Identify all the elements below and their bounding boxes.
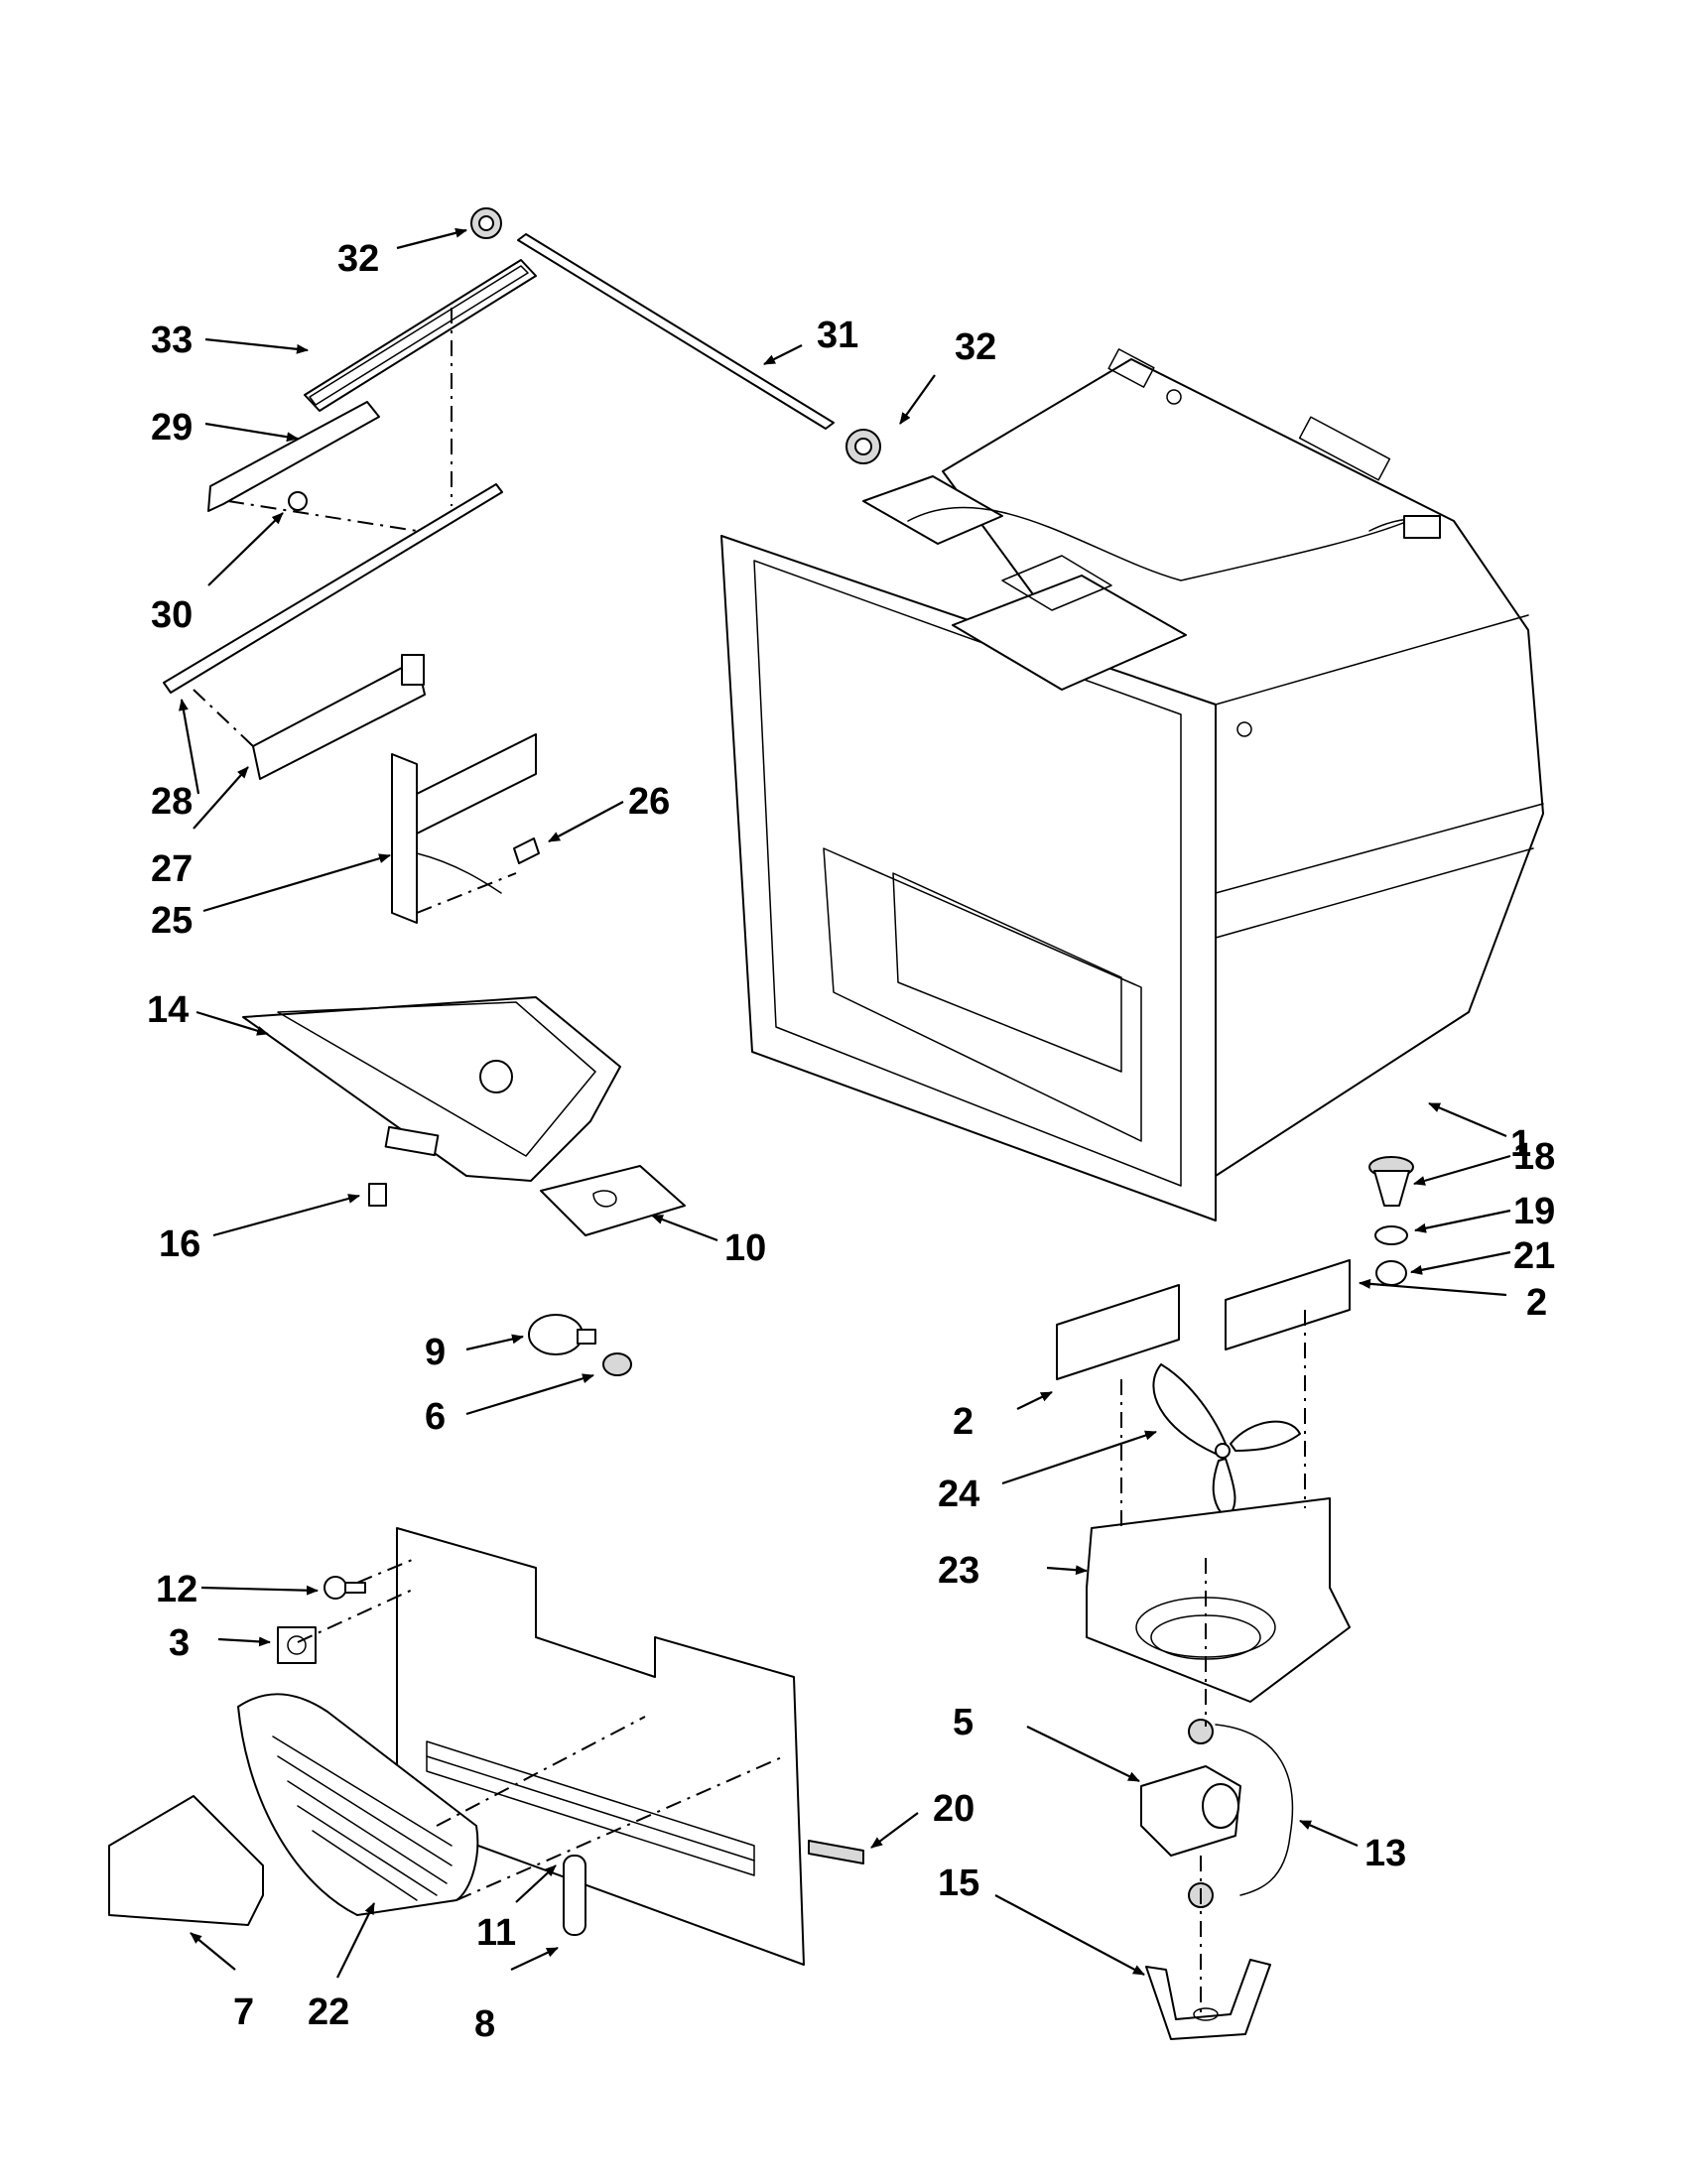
- slide-bracket-part: [207, 401, 380, 512]
- callout-2-right: 2: [1526, 1282, 1547, 1324]
- callout-2-left: 2: [953, 1401, 974, 1443]
- fan-blade-part: [1152, 1363, 1301, 1519]
- callout-15: 15: [938, 1863, 979, 1904]
- callout-32-top: 32: [337, 238, 379, 280]
- fan-shroud-part: [1086, 1497, 1351, 1703]
- callout-29: 29: [151, 407, 193, 449]
- bracket-part-25: [391, 733, 537, 924]
- label-sheet-part-10: [540, 1165, 686, 1236]
- gear-part-right: [845, 429, 881, 464]
- lamp-socket-part-3: [277, 1626, 317, 1664]
- callout-1: 1: [1510, 1123, 1531, 1165]
- callout-23: 23: [938, 1550, 979, 1592]
- o-ring-part-19: [1374, 1225, 1408, 1245]
- cap-part-21: [1375, 1260, 1407, 1286]
- callout-5: 5: [953, 1702, 974, 1743]
- grille-part: [237, 1693, 479, 1916]
- callout-11: 11: [476, 1912, 516, 1954]
- screw-part-30: [288, 491, 308, 511]
- switch-part-16: [368, 1183, 387, 1207]
- wire-harness-part: [1215, 1724, 1294, 1896]
- drain-fitting-part-18: [1368, 1156, 1414, 1207]
- seal-strip-part-20: [808, 1840, 864, 1864]
- callout-28: 28: [151, 781, 193, 823]
- freezer-liner-part: [720, 348, 1544, 1221]
- callout-6: 6: [425, 1396, 446, 1438]
- bulb-socket-part: [602, 1352, 632, 1376]
- callout-13: 13: [1364, 1833, 1406, 1874]
- screw-part-12: [324, 1576, 366, 1600]
- callout-labels: 1 2 2 3 5 6 7 8 9 10 11 12 13 14 15 16 1…: [147, 238, 1555, 2045]
- callout-30: 30: [151, 594, 193, 636]
- rail-part-28: [163, 483, 503, 694]
- gear-part-top: [470, 207, 502, 239]
- callout-20: 20: [933, 1788, 974, 1830]
- callout-26: 26: [628, 781, 670, 823]
- callout-14: 14: [147, 989, 189, 1031]
- callout-10: 10: [724, 1227, 766, 1269]
- callout-32-right: 32: [955, 326, 996, 368]
- callout-7: 7: [233, 1991, 254, 2033]
- callout-16: 16: [159, 1223, 200, 1265]
- slide-rail-part: [304, 259, 537, 412]
- callout-19: 19: [1513, 1191, 1555, 1232]
- screw-part-26: [513, 837, 540, 864]
- callout-9: 9: [425, 1332, 446, 1373]
- fan-motor-part: [1140, 1719, 1241, 1908]
- insulation-pad-part-left: [1056, 1284, 1180, 1380]
- drawer-slide-part-27: [252, 654, 426, 780]
- motor-bracket-part: [1145, 1959, 1271, 2040]
- callout-3: 3: [169, 1622, 190, 1664]
- callout-8: 8: [474, 2003, 495, 2045]
- callout-21: 21: [1513, 1235, 1555, 1277]
- air-diffuser-part: [242, 996, 621, 1182]
- callout-25: 25: [151, 900, 193, 942]
- callout-24: 24: [938, 1474, 979, 1515]
- alignment-lines: [193, 308, 1306, 2014]
- clip-part-8: [563, 1855, 586, 1936]
- rear-panel-part: [396, 1527, 805, 1966]
- callout-22: 22: [308, 1991, 349, 2033]
- callout-33: 33: [151, 320, 193, 361]
- callout-18: 18: [1513, 1136, 1555, 1178]
- shaft-part: [517, 233, 835, 430]
- insulation-pad-part-right: [1225, 1259, 1351, 1350]
- callout-12: 12: [156, 1569, 197, 1610]
- grille-cover-part: [108, 1795, 264, 1926]
- callout-27: 27: [151, 848, 193, 890]
- light-bulb-part: [528, 1314, 596, 1355]
- leader-arrows: [179, 227, 1511, 1979]
- callout-31: 31: [817, 315, 858, 356]
